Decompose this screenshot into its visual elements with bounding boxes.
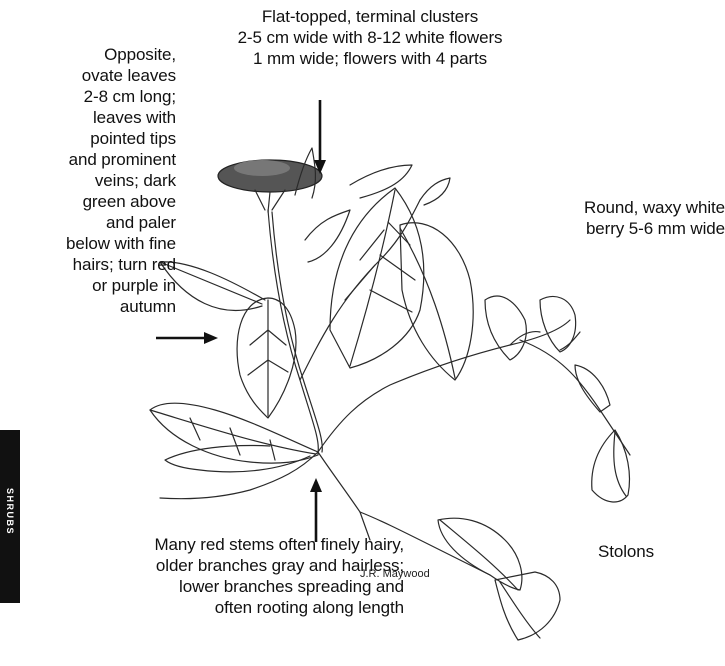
leaf <box>350 165 412 198</box>
illustrator-credit: J.R. Maywood <box>360 568 430 580</box>
leaf <box>592 430 630 502</box>
leaf <box>420 178 450 205</box>
leaf <box>575 365 610 412</box>
flower-annotation: Flat-topped, terminal clusters 2-5 cm wi… <box>170 6 570 69</box>
leaf <box>150 403 318 463</box>
section-tab-label: SHRUBS <box>5 488 15 535</box>
stolons-annotation: Stolons <box>598 541 654 562</box>
section-tab: SHRUBS <box>0 430 20 603</box>
leaf <box>330 188 424 368</box>
leaf-annotation: Opposite, ovate leaves 2-8 cm long; leav… <box>0 44 176 317</box>
flower-cluster <box>218 160 322 212</box>
leaf <box>400 223 473 380</box>
leaf <box>495 572 560 640</box>
berry-annotation: Round, waxy white berry 5-6 mm wide <box>525 197 725 239</box>
leaf <box>540 296 576 352</box>
leaf <box>237 298 296 418</box>
